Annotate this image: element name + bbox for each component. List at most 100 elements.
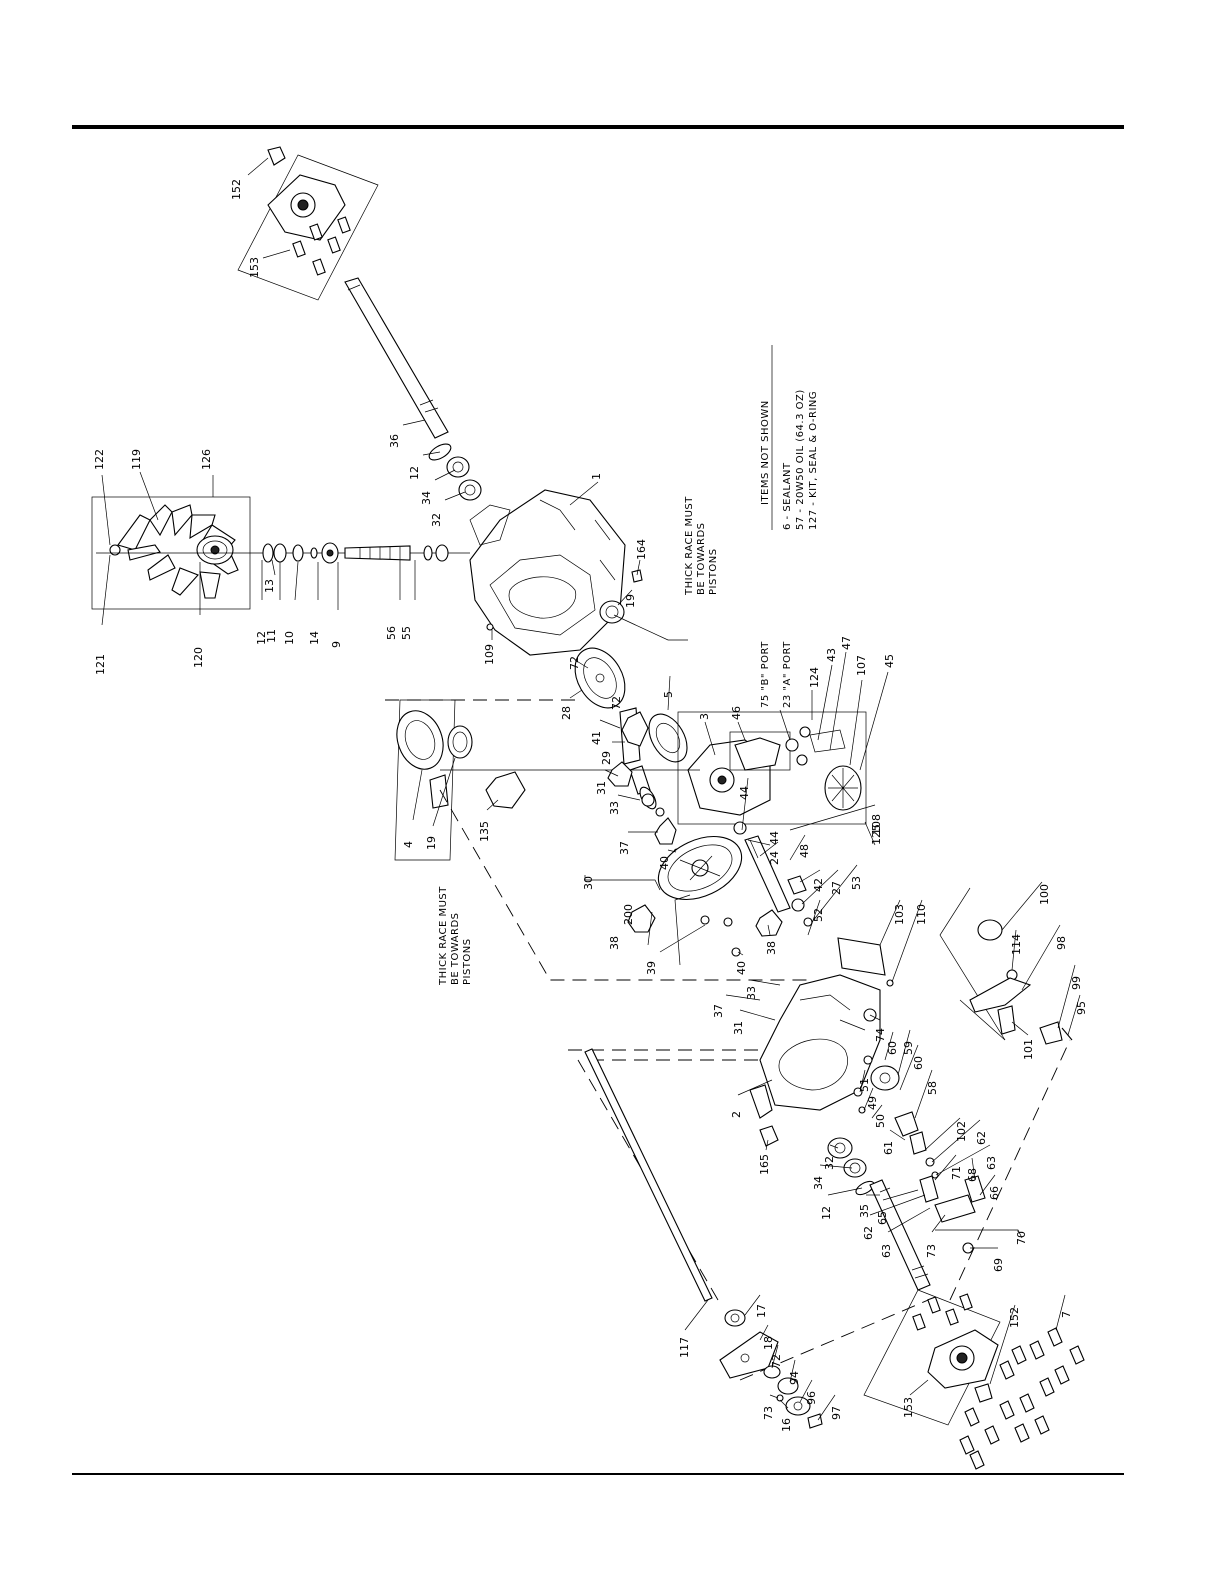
axle-shaft-upper (344, 277, 482, 501)
callout-31: 31 (595, 781, 608, 795)
callout-43: 43 (825, 648, 838, 662)
svg-text:PISTONS: PISTONS (708, 548, 719, 595)
callout-124: 124 (808, 667, 821, 688)
lug-nut-152 (267, 146, 286, 166)
fan-pulley-kit (91, 496, 251, 610)
callout-100: 100 (1038, 884, 1051, 905)
callout-101: 101 (1022, 1039, 1035, 1060)
port-b-label: 75 "B" PORT (760, 641, 771, 708)
callout-46: 46 (730, 706, 743, 720)
callout-44: 44 (738, 786, 751, 800)
callout-1: 1 (590, 473, 603, 480)
callout-41: 41 (590, 731, 603, 745)
callout-38b: 38 (765, 941, 778, 955)
callout-51: 51 (858, 1078, 871, 1092)
callout-35: 35 (858, 1204, 871, 1218)
callout-109: 109 (483, 644, 496, 665)
callout-65: 65 (876, 1211, 889, 1225)
callout-19: 19 (624, 594, 637, 608)
callout-96: 96 (805, 1391, 818, 1405)
callout-42: 42 (812, 878, 825, 892)
callout-5: 5 (662, 691, 675, 698)
callout-63: 63 (985, 1156, 998, 1170)
callout-11: 11 (265, 629, 278, 643)
lower-bracket-group (719, 1331, 823, 1429)
lug-nut-152-lower (974, 1383, 993, 1403)
svg-text:THICK RACE MUST: THICK RACE MUST (684, 496, 695, 596)
cross-shaft-lower (584, 1048, 746, 1327)
callout-32b: 32 (823, 1156, 836, 1170)
axle-hub-kit-lower (863, 1289, 1085, 1470)
callout-9: 9 (330, 641, 343, 648)
leader-200 (674, 894, 691, 966)
plug-165 (759, 1125, 779, 1147)
callout-165: 165 (758, 1154, 771, 1175)
port-a-label: 23 "A" PORT (782, 641, 793, 708)
callout-14: 14 (308, 631, 321, 645)
callout-152b: 152 (1008, 1307, 1021, 1328)
callout-122: 122 (93, 449, 106, 470)
callout-98: 98 (1055, 936, 1068, 950)
callouts: 152 153 36 12 34 32 1 164 19 122 119 126… (93, 179, 1088, 1432)
callout-59: 59 (902, 1041, 915, 1055)
callout-69: 69 (992, 1258, 1005, 1272)
callout-38: 38 (608, 936, 621, 950)
callout-leaders (101, 157, 1081, 1421)
header-rule (72, 125, 1124, 129)
callout-62b: 62 (862, 1226, 875, 1240)
callout-102: 102 (955, 1121, 968, 1142)
callout-31b: 31 (732, 1021, 745, 1035)
link-70 (934, 1194, 976, 1223)
callout-13: 13 (263, 579, 276, 593)
housing-1 (469, 489, 643, 656)
bull-gear-30 (657, 835, 743, 901)
callout-44b: 44 (768, 831, 781, 845)
callout-7: 7 (1060, 1311, 1073, 1318)
callout-4: 4 (402, 841, 415, 848)
bracket-103 (837, 937, 886, 976)
svg-text:BE TOWARDS: BE TOWARDS (696, 522, 707, 595)
dash-leader-2 (439, 789, 810, 981)
callout-28: 28 (560, 706, 573, 720)
dash-leader-6 (739, 1294, 941, 1381)
callout-10: 10 (283, 631, 296, 645)
kit-frame-153-upper (237, 154, 379, 301)
items-not-shown-line-1: 6 - SEALANT (782, 462, 793, 530)
axle-shaft-36 (344, 277, 449, 439)
callout-63b: 63 (880, 1244, 893, 1258)
thrust-bearing-19 (447, 725, 473, 759)
disc-100 (977, 919, 1003, 941)
kit-frame-125 (677, 711, 867, 825)
leader-30 (584, 875, 661, 891)
kit-frame-153-lower (863, 1289, 1001, 1426)
callout-52: 52 (812, 908, 825, 922)
input-shaft-stack (250, 542, 470, 564)
items-not-shown-note: ITEMS NOT SHOWN 6 - SEALANT 57 - 20W50 O… (760, 345, 819, 530)
footer-rule (72, 1473, 1124, 1475)
housing-2 (749, 974, 881, 1147)
callout-119: 119 (130, 449, 143, 470)
axle-shaft-35 (869, 1179, 931, 1291)
items-not-shown-title: ITEMS NOT SHOWN (760, 400, 771, 505)
arm-58 (894, 1111, 919, 1137)
callout-114: 114 (1010, 934, 1023, 955)
callout-61: 61 (882, 1141, 895, 1155)
callout-72c: 72 (770, 1354, 783, 1368)
items-not-shown-line-3: 127 - KIT, SEAL & O-RING (808, 391, 819, 530)
callout-34b: 34 (812, 1176, 825, 1190)
callout-12b: 12 (255, 631, 268, 645)
callout-50: 50 (874, 1114, 887, 1128)
callout-37: 37 (618, 841, 631, 855)
thick-race-note-lower: THICK RACE MUST BE TOWARDS PISTONS (438, 886, 473, 986)
callout-60b: 60 (912, 1056, 925, 1070)
callout-68: 68 (966, 1168, 979, 1182)
callout-36: 36 (388, 434, 401, 448)
input-shaft-9 (344, 545, 411, 561)
callout-3: 3 (698, 713, 711, 720)
pump-cylinder-4 (396, 710, 444, 770)
svg-text:THICK RACE MUST: THICK RACE MUST (438, 886, 449, 986)
brake-arm-98 (969, 977, 1032, 1013)
callout-37b: 37 (712, 1004, 725, 1018)
